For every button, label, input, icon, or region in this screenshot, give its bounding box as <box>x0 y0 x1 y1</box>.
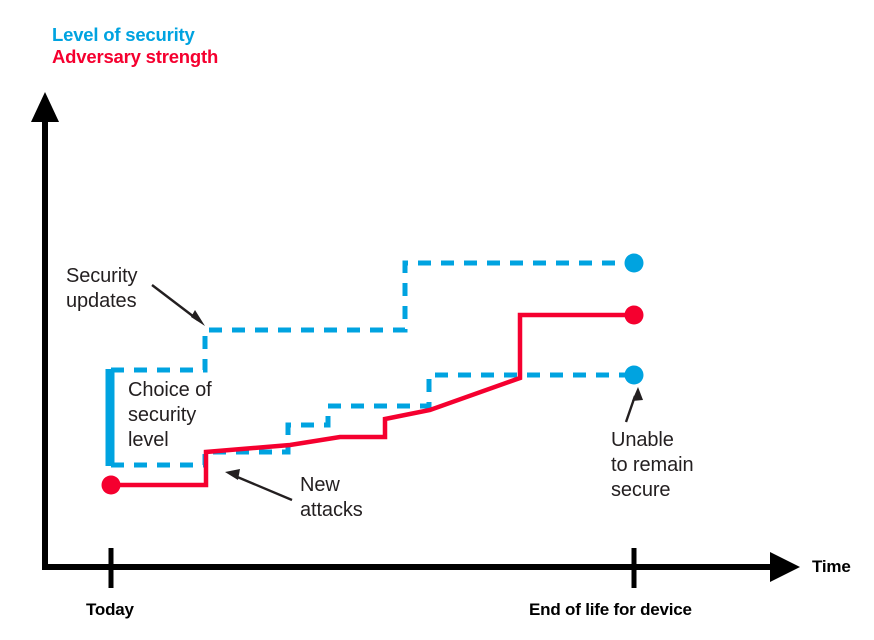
annotation-unable-to-remain-secure: Unable to remain secure <box>611 429 694 501</box>
red-start-dot <box>101 475 121 495</box>
unable-to-remain-secure-arrow-icon <box>624 387 643 423</box>
legend: Level of security Adversary strength <box>52 24 218 68</box>
blue-upper-endpoint-dot <box>624 253 644 273</box>
series-adversary-strength <box>101 305 644 495</box>
blue-upper-step-line <box>111 260 628 373</box>
new-attacks-arrow-icon <box>225 469 293 502</box>
blue-lower-endpoint-dot <box>624 365 644 385</box>
x-tick-label-today: Today <box>86 600 134 619</box>
legend-level-of-security: Level of security <box>52 24 195 45</box>
annotation-security-updates: Security updates <box>66 265 138 312</box>
x-axis-arrow-icon <box>770 552 800 582</box>
security-updates-arrow-icon <box>151 284 205 326</box>
y-axis-arrow-icon <box>31 92 59 122</box>
axes-group <box>31 92 800 588</box>
x-tick-label-end-of-life: End of life for device <box>529 600 692 619</box>
series-level-of-security-updated <box>111 253 644 373</box>
annotation-new-attacks: New attacks <box>300 474 363 521</box>
annotation-choice-of-security-level: Choice of security level <box>128 379 212 451</box>
red-endpoint-dot <box>624 305 644 325</box>
red-adversary-line <box>113 312 628 488</box>
x-axis-label: Time <box>812 557 851 576</box>
legend-adversary-strength: Adversary strength <box>52 46 219 67</box>
annotation-arrows-group <box>151 284 643 502</box>
